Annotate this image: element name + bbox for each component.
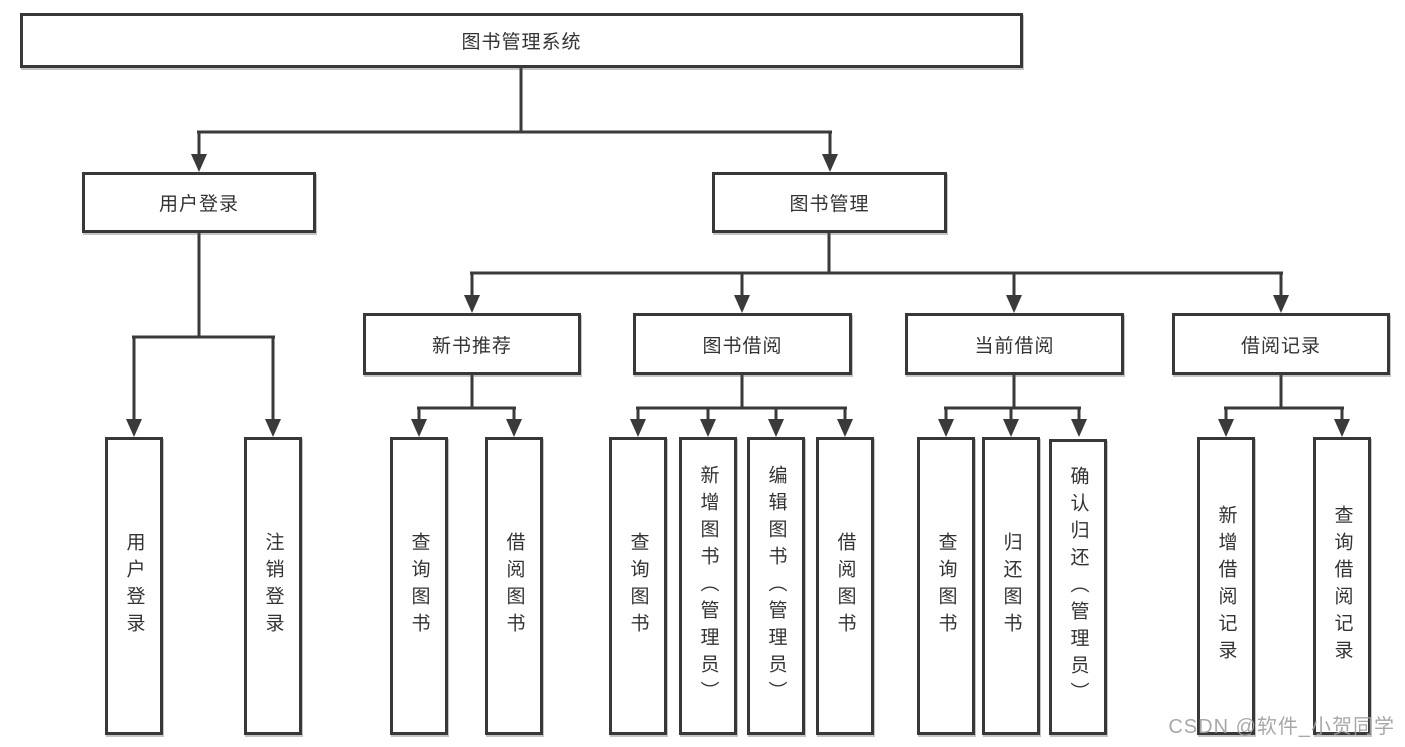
node-label: 新增图书（管理员） (697, 464, 719, 708)
node-label: 用户登录 (123, 532, 145, 640)
arrowhead-icon (938, 419, 954, 437)
node-label: 当前借阅 (974, 335, 1055, 357)
arrowhead-icon (822, 154, 838, 172)
node-label: 借阅图书 (834, 532, 856, 640)
node-label: 注销登录 (262, 532, 284, 640)
arrowhead-icon (630, 419, 646, 437)
node-new-book-recommendation: 新书推荐 (363, 313, 581, 375)
leaf-borrow-books: 借阅图书 (816, 437, 874, 735)
node-label: 图书借阅 (702, 335, 783, 357)
arrowhead-icon (837, 419, 853, 437)
node-library-management-system: 图书管理系统 (20, 13, 1023, 68)
leaf-query-books-current: 查询图书 (917, 437, 975, 735)
arrowhead-icon (464, 295, 480, 313)
leaf-logout: 注销登录 (244, 437, 302, 735)
node-label: 确认归还（管理员） (1067, 465, 1089, 709)
node-label: 查询图书 (408, 532, 430, 640)
leaf-query-borrow-record: 查询借阅记录 (1313, 437, 1371, 735)
arrowhead-icon (1273, 295, 1289, 313)
leaf-add-book-admin: 新增图书（管理员） (679, 437, 737, 735)
node-book-management: 图书管理 (712, 172, 947, 233)
leaf-query-books-borrow: 查询图书 (609, 437, 667, 735)
node-label: 图书管理 (789, 194, 870, 215)
arrowhead-icon (126, 419, 142, 437)
leaf-return-book: 归还图书 (982, 437, 1040, 735)
node-borrowing-records: 借阅记录 (1172, 313, 1390, 375)
arrowhead-icon (1334, 419, 1350, 437)
leaf-borrow-books-recommend: 借阅图书 (485, 437, 543, 735)
arrowhead-icon (191, 154, 207, 172)
arrowhead-icon (506, 419, 522, 437)
node-label: 借阅记录 (1240, 335, 1321, 357)
leaf-add-borrow-record: 新增借阅记录 (1197, 437, 1255, 735)
leaf-user-login: 用户登录 (105, 437, 163, 735)
arrowhead-icon (734, 295, 750, 313)
node-user-login: 用户登录 (82, 172, 316, 233)
node-label: 用户登录 (158, 194, 239, 215)
node-label: 新书推荐 (431, 335, 512, 357)
arrowhead-icon (1006, 295, 1022, 313)
arrowhead-icon (265, 419, 281, 437)
node-current-borrowing: 当前借阅 (905, 313, 1124, 375)
leaf-confirm-return-admin: 确认归还（管理员） (1049, 439, 1107, 735)
leaf-edit-book-admin: 编辑图书（管理员） (747, 437, 805, 735)
node-label: 查询图书 (627, 532, 649, 640)
node-label: 图书管理系统 (461, 32, 582, 53)
leaf-query-books-recommend: 查询图书 (390, 437, 448, 735)
node-book-borrowing: 图书借阅 (633, 313, 852, 375)
arrowhead-icon (1071, 419, 1087, 437)
node-label: 编辑图书（管理员） (765, 464, 787, 708)
arrowhead-icon (1003, 419, 1019, 437)
node-label: 归还图书 (1000, 532, 1022, 640)
arrowhead-icon (1218, 419, 1234, 437)
arrowhead-icon (768, 419, 784, 437)
node-label: 新增借阅记录 (1215, 505, 1237, 667)
node-label: 查询图书 (935, 532, 957, 640)
node-label: 查询借阅记录 (1331, 505, 1353, 667)
node-label: 借阅图书 (503, 532, 525, 640)
arrowhead-icon (411, 419, 427, 437)
arrowhead-icon (700, 419, 716, 437)
csdn-watermark: CSDN @软件_小贺同学 (1168, 716, 1395, 738)
